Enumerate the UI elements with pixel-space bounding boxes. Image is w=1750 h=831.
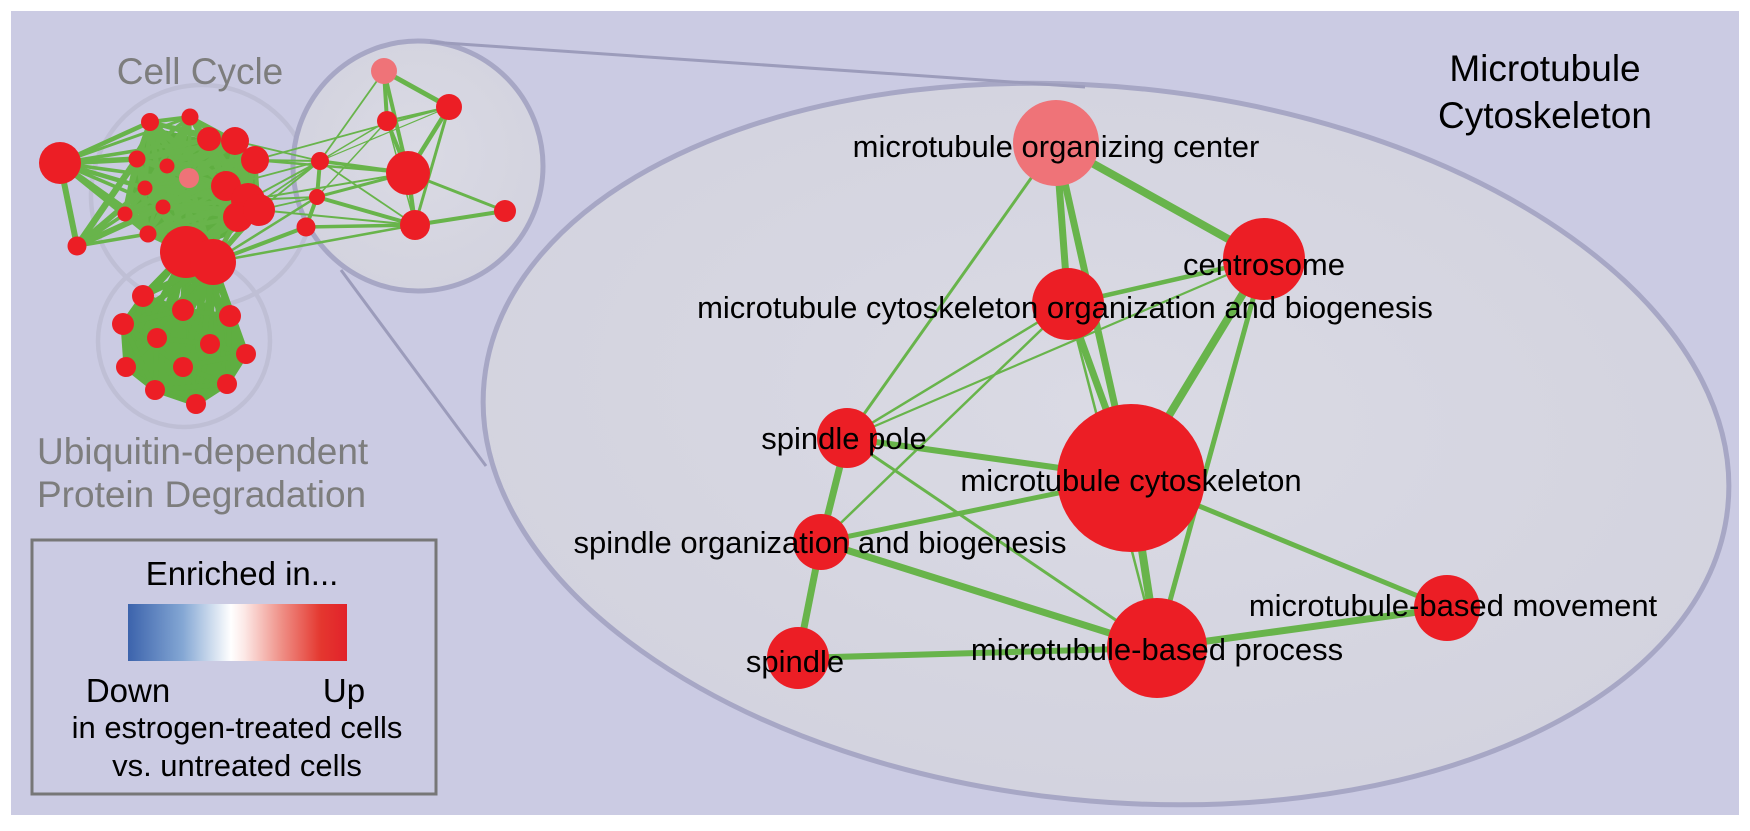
- svg-text:Protein Degradation: Protein Degradation: [37, 474, 366, 515]
- svg-text:spindle organization and bioge: spindle organization and biogenesis: [574, 525, 1067, 560]
- svg-text:centrosome: centrosome: [1183, 247, 1345, 282]
- svg-text:Cytoskeleton: Cytoskeleton: [1438, 95, 1652, 136]
- svg-text:microtubule organizing center: microtubule organizing center: [853, 129, 1260, 164]
- svg-text:microtubule cytoskeleton: microtubule cytoskeleton: [960, 463, 1301, 498]
- svg-text:spindle: spindle: [746, 644, 844, 679]
- svg-text:spindle pole: spindle pole: [761, 421, 926, 456]
- svg-text:in estrogen-treated cells: in estrogen-treated cells: [72, 710, 403, 745]
- svg-text:Ubiquitin-dependent: Ubiquitin-dependent: [37, 431, 369, 472]
- svg-text:Microtubule: Microtubule: [1449, 48, 1640, 89]
- svg-text:Down: Down: [86, 672, 170, 709]
- svg-text:microtubule-based process: microtubule-based process: [971, 632, 1343, 667]
- svg-text:Up: Up: [323, 672, 365, 709]
- svg-text:Cell Cycle: Cell Cycle: [117, 51, 284, 92]
- svg-text:microtubule-based movement: microtubule-based movement: [1249, 588, 1658, 623]
- svg-text:vs. untreated cells: vs. untreated cells: [112, 748, 362, 783]
- svg-text:microtubule cytoskeleton organ: microtubule cytoskeleton organization an…: [697, 290, 1433, 325]
- svg-text:Enriched in...: Enriched in...: [146, 555, 339, 592]
